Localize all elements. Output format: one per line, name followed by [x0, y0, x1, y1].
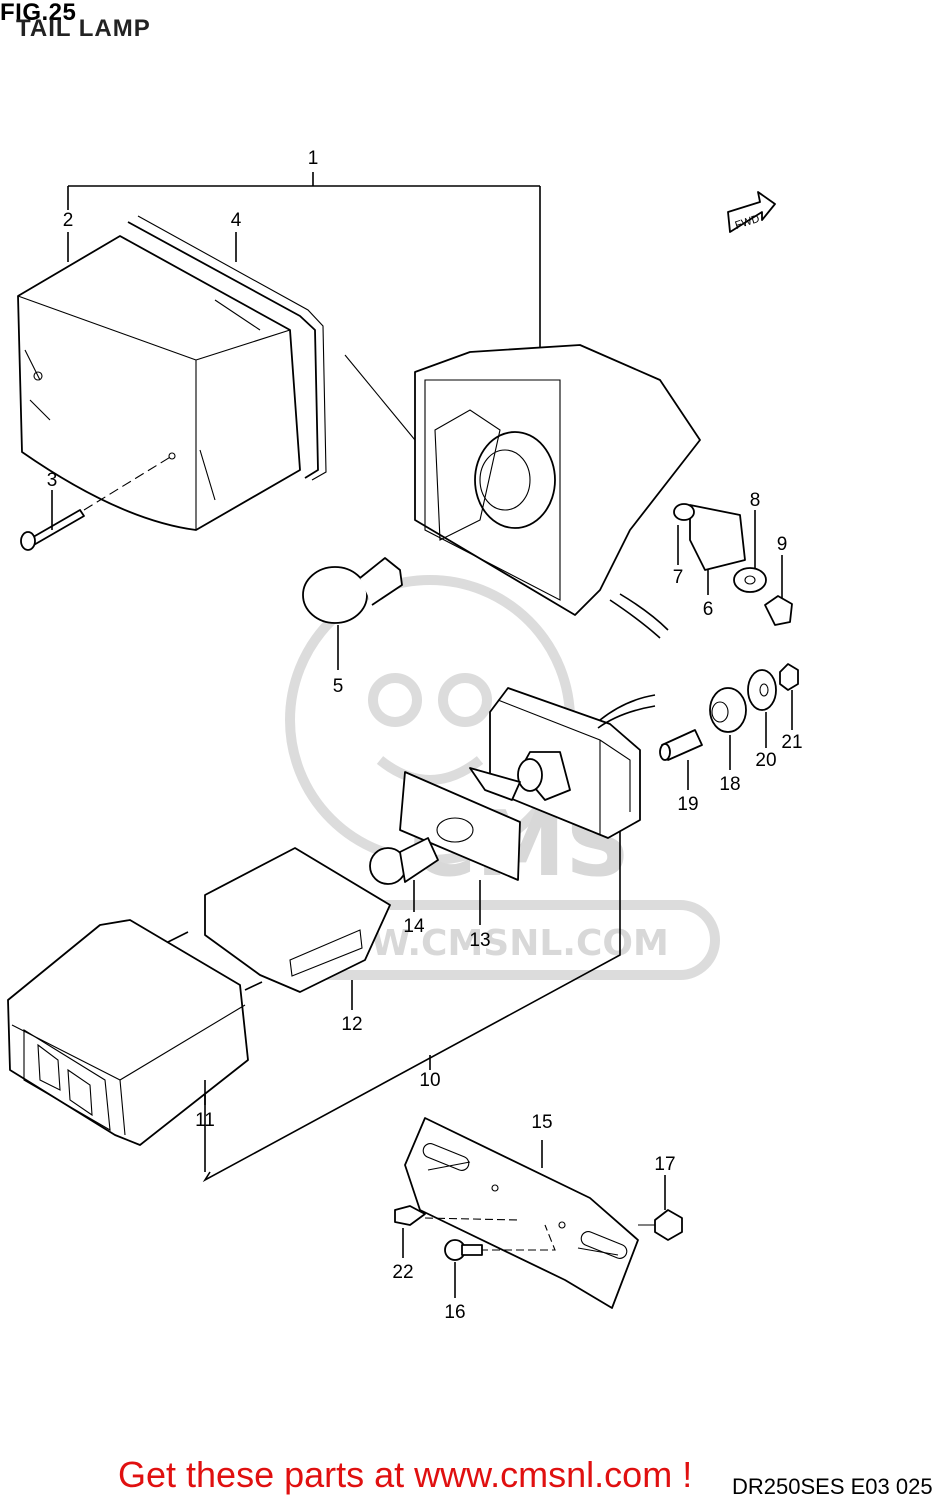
callout-17: 17 — [654, 1154, 675, 1175]
part-clip-22 — [394, 1205, 426, 1258]
callout-1: 1 — [308, 148, 319, 169]
fwd-arrow-icon — [727, 191, 776, 233]
part-spacer-19 — [659, 729, 703, 790]
part-housing — [344, 344, 701, 639]
part-lens-12 — [204, 847, 391, 1010]
callout-12: 12 — [341, 1014, 362, 1035]
part-nut-21 — [779, 663, 799, 730]
callout-16: 16 — [444, 1302, 465, 1323]
watermark-mascot-mouth — [376, 756, 484, 785]
part-bulb-14 — [369, 837, 439, 912]
callout-13: 13 — [469, 930, 490, 951]
leader-1 — [67, 172, 541, 350]
part-rear-housing — [489, 687, 656, 839]
part-washer-8 — [733, 510, 767, 593]
part-grommet-18 — [709, 687, 747, 770]
diagram-title: TAIL LAMP — [16, 15, 151, 42]
fwd-badge: FWD — [727, 191, 776, 233]
part-lens-2 — [17, 215, 327, 531]
callout-8: 8 — [750, 490, 761, 511]
callout-15: 15 — [531, 1112, 552, 1133]
callout-10: 10 — [419, 1070, 440, 1091]
figure-number: FIG.25 — [0, 0, 77, 26]
part-plate-bracket-15 — [404, 1117, 639, 1309]
part-socket-6-7 — [673, 503, 746, 595]
callout-14: 14 — [403, 916, 425, 937]
diagram-code: DR250SES E03 025 — [732, 1474, 933, 1499]
watermark-mascot-eye — [368, 673, 422, 727]
callout-19: 19 — [677, 794, 698, 815]
callout-22: 22 — [392, 1262, 413, 1283]
callout-18: 18 — [719, 774, 740, 795]
part-housing-11 — [7, 919, 263, 1146]
part-bracket-13 — [399, 767, 521, 925]
callout-5: 5 — [333, 676, 344, 697]
part-screw-3 — [20, 455, 173, 551]
callout-numbers: 1 2 3 4 5 6 7 8 9 10 11 12 13 14 15 16 1… — [47, 148, 803, 1323]
callout-6: 6 — [703, 599, 714, 620]
part-bulb-5 — [302, 557, 403, 670]
callout-4: 4 — [231, 210, 242, 231]
callout-2: 2 — [63, 210, 74, 231]
callout-20: 20 — [755, 750, 776, 771]
part-nut-9 — [764, 555, 793, 626]
callout-7: 7 — [673, 567, 684, 588]
callout-9: 9 — [777, 534, 788, 555]
callout-3: 3 — [47, 470, 58, 491]
part-nut-17 — [638, 1175, 683, 1241]
parts-shop-link[interactable]: Get these parts at www.cmsnl.com ! — [118, 1454, 693, 1495]
watermark-mascot-eye — [438, 673, 492, 727]
callout-21: 21 — [781, 732, 802, 753]
part-washer-20 — [747, 669, 777, 748]
part-1-bracket — [67, 172, 541, 350]
part-bolt-16 — [444, 1239, 483, 1298]
leader-10-bracket — [202, 830, 621, 1183]
callout-11: 11 — [195, 1110, 215, 1131]
